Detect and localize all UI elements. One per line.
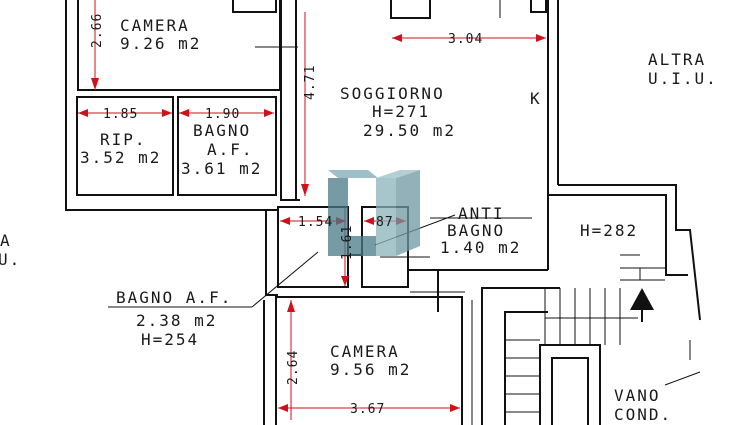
dim-camera-bottom-width: 3.67 [350, 402, 385, 417]
dim-bagno-bottom-width: 1.54 [298, 215, 333, 230]
vano-cond-line1: VANO [614, 386, 661, 405]
bagno-af-bottom-name: BAGNO A.F. [116, 288, 232, 307]
bagno-af-bottom-height: H=254 [141, 330, 199, 349]
dim-camera-top-height: 2.66 [90, 13, 105, 48]
dim-bagno-top-width: 1.90 [205, 107, 240, 122]
dim-rip-width: 1.85 [103, 107, 138, 122]
dim-bagno-bottom-height: 1.61 [340, 225, 355, 260]
rip-name: RIP. [100, 130, 147, 149]
camera-bottom-area: 9.56 m2 [330, 360, 411, 379]
anti-bagno-line1: ANTI [458, 204, 505, 223]
altra-uiu-left-line2: U. [0, 250, 21, 269]
altra-uiu-line1: ALTRA [648, 50, 706, 69]
bagno-af-top-area: 3.61 m2 [181, 159, 262, 178]
dim-corridor-length: 4.71 [303, 65, 318, 100]
altra-uiu-left-line1: A [0, 231, 12, 250]
dim-camera-bottom-height: 2.64 [286, 350, 301, 385]
anti-bagno-area: 1.40 m2 [440, 238, 521, 257]
altra-uiu-line2: U.I.U. [648, 69, 718, 88]
agency-logo-watermark [328, 170, 420, 256]
bagno-af-bottom-area: 2.38 m2 [136, 311, 217, 330]
camera-top-name: CAMERA [120, 16, 190, 35]
kitchen-mark: K [530, 89, 542, 108]
stair-landing-height: H=282 [580, 221, 638, 240]
soggiorno-area: 29.50 m2 [363, 121, 456, 140]
dim-anti-bagno-width: 87 [376, 215, 394, 230]
rip-area: 3.52 m2 [80, 148, 161, 167]
soggiorno-height: H=271 [372, 102, 430, 121]
bagno-af-top-name-line1: BAGNO [193, 121, 251, 140]
anti-bagno-line2: BAGNO [447, 221, 505, 240]
dim-soggiorno-width: 3.04 [448, 32, 483, 47]
soggiorno-name: SOGGIORNO [340, 84, 445, 103]
camera-top-area: 9.26 m2 [120, 34, 201, 53]
vano-cond-line2: COND. [614, 405, 672, 424]
walls [65, 0, 701, 425]
bagno-af-top-name-line2: A.F. [207, 140, 254, 159]
camera-bottom-name: CAMERA [330, 342, 400, 361]
stair-direction-arrow-icon [630, 288, 654, 322]
